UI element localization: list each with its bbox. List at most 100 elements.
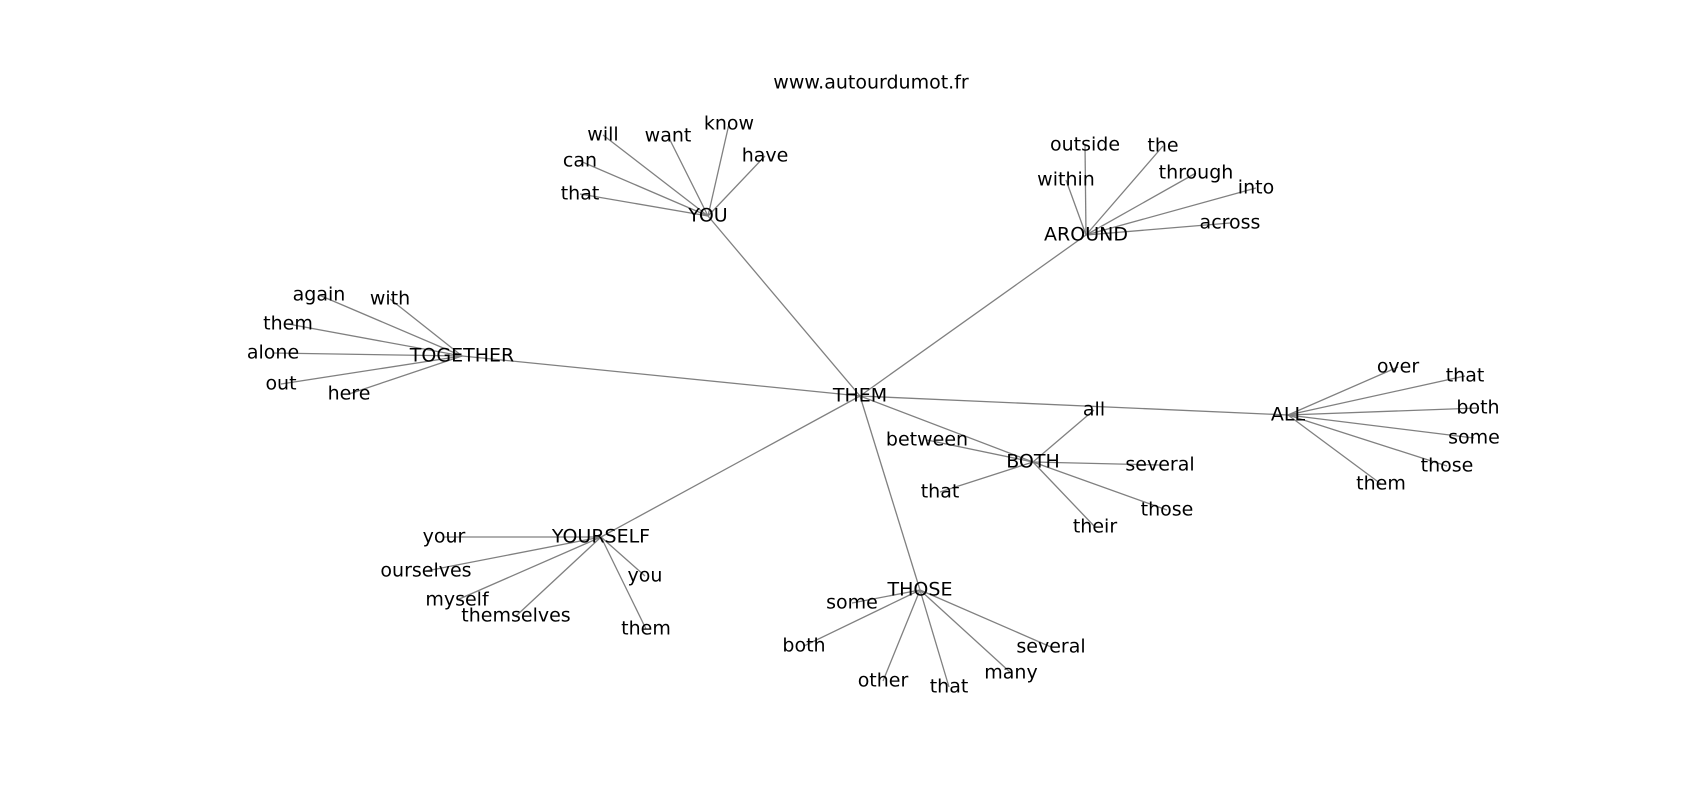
graph-edges: [272, 123, 1479, 688]
hub-word-node[interactable]: ALL: [1271, 404, 1306, 426]
graph-edge: [882, 589, 921, 682]
leaf-word-node[interactable]: know: [704, 113, 754, 135]
leaf-word-node[interactable]: all: [1083, 399, 1105, 421]
leaf-word-node[interactable]: over: [1377, 356, 1420, 378]
graph-edge: [515, 536, 602, 617]
leaf-word-node[interactable]: across: [1200, 212, 1261, 234]
graph-edge: [919, 589, 1012, 674]
leaf-word-node[interactable]: them: [263, 313, 313, 335]
leaf-word-node[interactable]: both: [782, 635, 825, 657]
leaf-word-node[interactable]: other: [858, 670, 909, 692]
graph-edge: [1287, 375, 1466, 416]
leaf-word-node[interactable]: them: [1356, 473, 1406, 495]
leaf-word-node[interactable]: have: [742, 145, 789, 167]
graph-edge: [851, 589, 921, 604]
graph-edge: [1287, 414, 1448, 467]
graph-edge: [1287, 414, 1475, 439]
leaf-word-node[interactable]: here: [328, 383, 371, 405]
leaf-word-node[interactable]: themselves: [461, 605, 570, 627]
leaf-word-node[interactable]: through: [1159, 162, 1234, 184]
leaf-word-node[interactable]: them: [621, 618, 671, 640]
graph-edge: [348, 355, 463, 395]
leaf-word-node[interactable]: that: [561, 183, 600, 205]
leaf-word-node[interactable]: those: [1141, 499, 1194, 521]
leaf-word-node[interactable]: with: [370, 288, 410, 310]
leaf-word-node[interactable]: into: [1238, 177, 1274, 199]
leaf-word-node[interactable]: your: [423, 526, 466, 548]
graph-edge: [667, 135, 709, 217]
leaf-word-node[interactable]: outside: [1050, 134, 1120, 156]
graph-edge: [1287, 366, 1399, 416]
graph-edge: [579, 193, 709, 217]
graph-edge: [389, 298, 463, 357]
leaf-word-node[interactable]: several: [1125, 454, 1194, 476]
site-watermark: www.autourdumot.fr: [773, 72, 969, 94]
leaf-word-node[interactable]: several: [1016, 636, 1085, 658]
leaf-word-node[interactable]: some: [1448, 427, 1500, 449]
graph-edge: [1085, 187, 1257, 236]
graph-edge: [600, 536, 646, 577]
hub-word-node[interactable]: BOTH: [1006, 451, 1060, 473]
hub-word-node[interactable]: AROUND: [1044, 224, 1128, 246]
graph-edge: [602, 134, 709, 217]
graph-edge: [579, 160, 709, 217]
graph-edge: [1084, 144, 1087, 236]
graph-edge: [707, 123, 730, 217]
leaf-word-node[interactable]: again: [293, 284, 346, 306]
hub-word-node[interactable]: YOURSELF: [551, 526, 650, 548]
graph-edge: [456, 536, 602, 601]
graph-edge: [926, 439, 1034, 463]
leaf-word-node[interactable]: myself: [425, 589, 490, 611]
leaf-word-node[interactable]: alone: [247, 342, 299, 364]
graph-edge: [1085, 172, 1197, 236]
leaf-word-node[interactable]: out: [265, 373, 296, 395]
leaf-word-node[interactable]: many: [984, 662, 1037, 684]
hub-word-node[interactable]: THOSE: [887, 579, 953, 601]
leaf-word-node[interactable]: ourselves: [380, 560, 471, 582]
graph-edge: [859, 395, 1289, 416]
graph-edge: [425, 536, 602, 572]
graph-edge: [1065, 179, 1087, 236]
leaf-word-node[interactable]: between: [886, 429, 968, 451]
graph-edge: [600, 395, 861, 538]
graph-edge: [1032, 461, 1161, 466]
graph-edge: [280, 355, 463, 385]
graph-edge: [1032, 461, 1096, 528]
graph-edge: [803, 589, 921, 647]
leaf-word-node[interactable]: that: [930, 676, 969, 698]
graph-edge: [1287, 407, 1479, 416]
graph-edge: [1032, 409, 1095, 463]
leaf-word-node[interactable]: will: [587, 124, 618, 146]
graph-edge: [461, 355, 861, 397]
center-word-node[interactable]: THEM: [832, 385, 887, 407]
graph-edge: [1085, 222, 1231, 236]
leaf-word-node[interactable]: within: [1037, 169, 1095, 191]
leaf-word-node[interactable]: want: [645, 125, 692, 147]
graph-edge: [707, 155, 766, 217]
graph-edge: [1085, 145, 1164, 236]
graph-edge: [287, 323, 463, 357]
graph-edge: [1287, 414, 1382, 485]
graph-edge: [859, 234, 1087, 397]
leaf-word-node[interactable]: can: [563, 150, 597, 172]
leaf-word-node[interactable]: both: [1456, 397, 1499, 419]
leaf-word-node[interactable]: the: [1147, 135, 1178, 157]
hub-word-node[interactable]: YOU: [687, 205, 727, 227]
graph-edge: [600, 536, 647, 630]
graph-edge: [939, 461, 1034, 493]
hub-word-node[interactable]: TOGETHER: [409, 345, 514, 367]
leaf-word-node[interactable]: that: [1446, 365, 1485, 387]
graph-edge: [919, 589, 950, 688]
leaf-word-node[interactable]: that: [921, 481, 960, 503]
graph-edge: [1032, 461, 1168, 511]
leaf-word-node[interactable]: some: [826, 592, 878, 614]
leaf-word-node[interactable]: their: [1073, 516, 1117, 538]
graph-edge: [859, 395, 921, 591]
graph-edge: [318, 294, 463, 357]
graph-edge: [707, 215, 861, 397]
leaf-word-node[interactable]: those: [1421, 455, 1474, 477]
graph-edge: [859, 395, 1034, 463]
leaf-word-node[interactable]: you: [628, 565, 663, 587]
